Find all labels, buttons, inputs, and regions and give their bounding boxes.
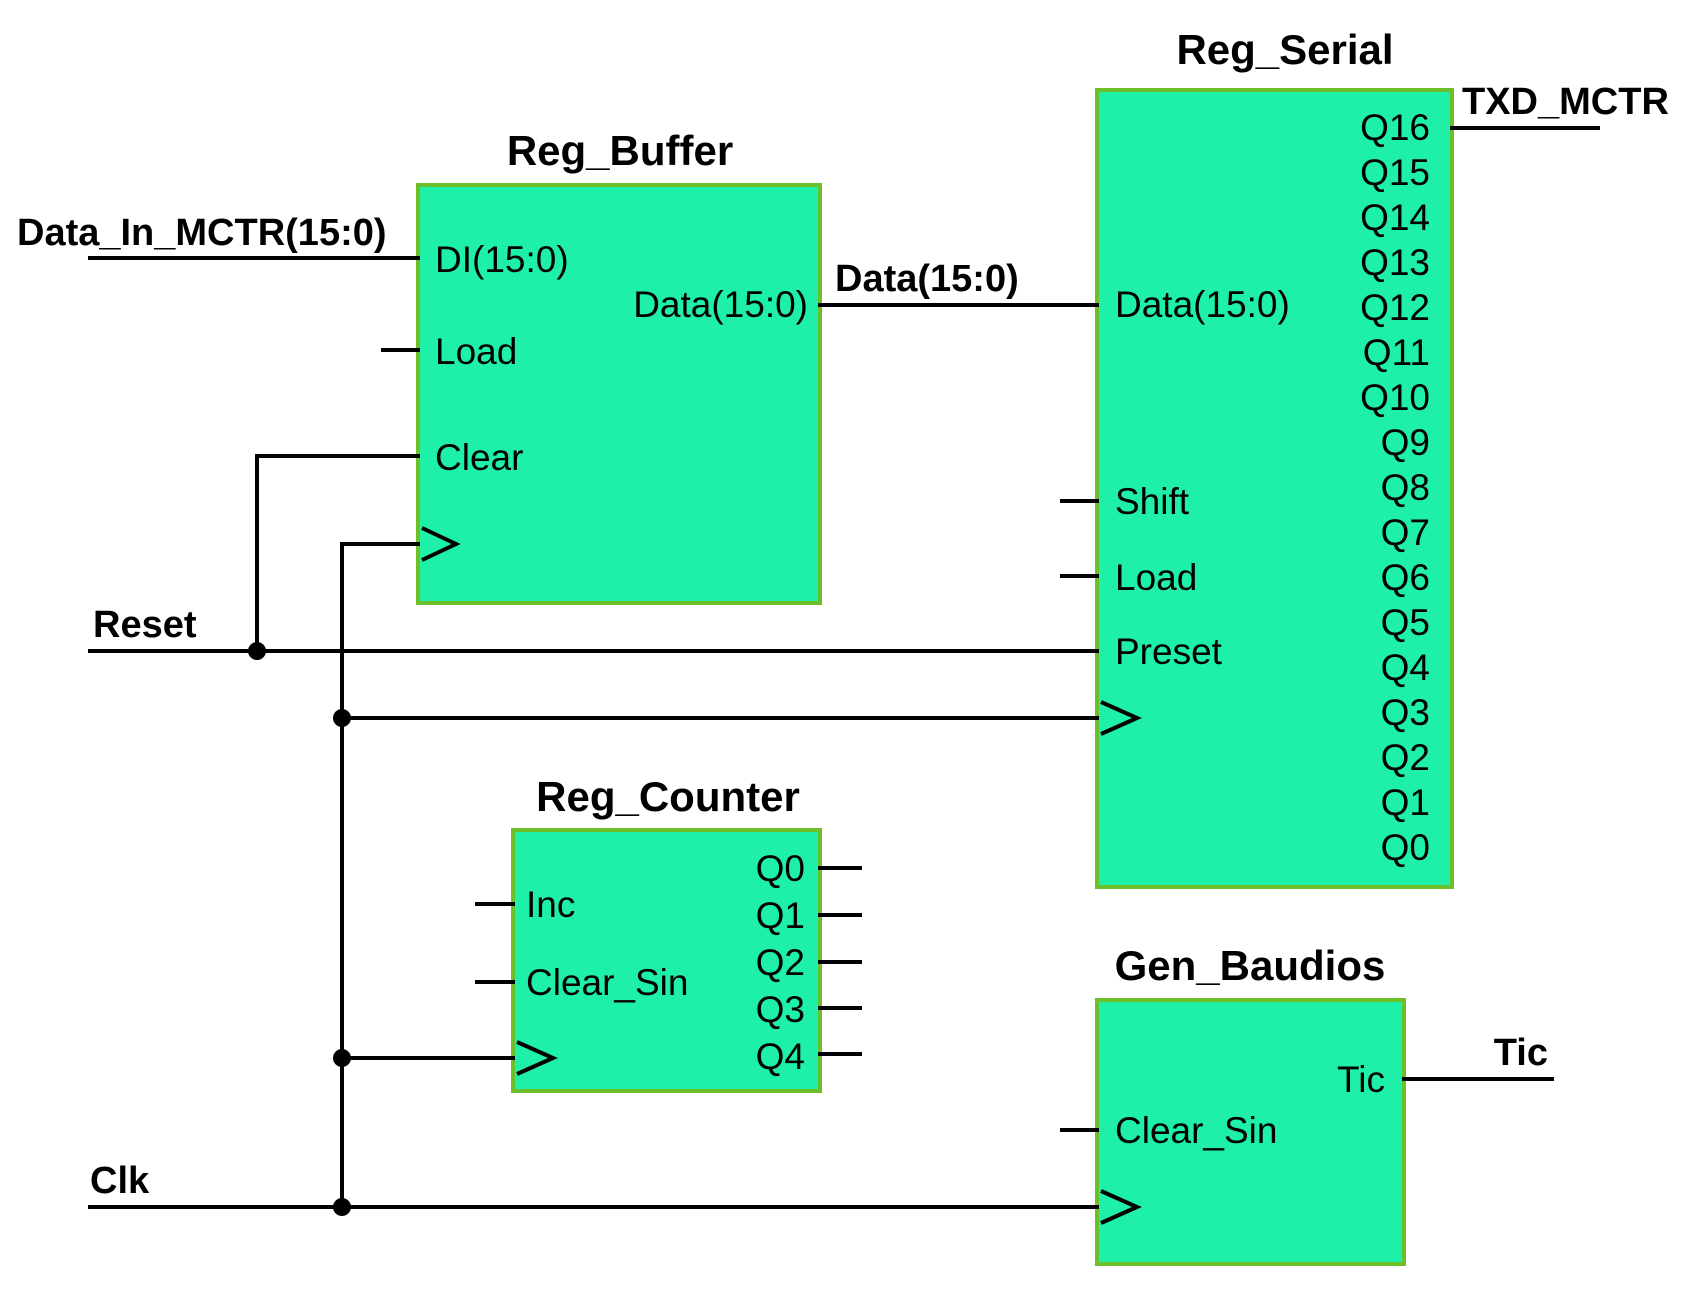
gen-tic-label: Tic [1337, 1059, 1385, 1100]
counter-output-q0: Q0 [756, 848, 805, 889]
serial-output-q16: Q16 [1360, 107, 1430, 148]
serial-output-q8: Q8 [1381, 467, 1430, 508]
reg-counter-block [511, 828, 822, 1093]
reset-junction [248, 642, 266, 660]
serial-output-q5: Q5 [1381, 602, 1430, 643]
gen-baudios-title: Gen_Baudios [1115, 942, 1386, 989]
reg-buffer-block [416, 183, 822, 605]
serial-output-q2: Q2 [1381, 737, 1430, 778]
serial-output-q0: Q0 [1381, 827, 1430, 868]
reg-buffer-title: Reg_Buffer [507, 127, 733, 174]
serial-output-q9: Q9 [1381, 422, 1430, 463]
serial-preset-label: Preset [1115, 631, 1223, 672]
gen-clear-label: Clear_Sin [1115, 1110, 1277, 1151]
data-bus-signal-label: Data(15:0) [835, 258, 1019, 300]
serial-output-q11: Q11 [1363, 332, 1430, 373]
serial-output-q1: Q1 [1381, 782, 1430, 823]
gen-baudios-block [1095, 998, 1406, 1266]
counter-clock-symbol [516, 1040, 558, 1076]
reset-to-clear-wire [255, 454, 420, 653]
gen-clock-symbol [1100, 1189, 1142, 1225]
serial-output-list: Q16Q15Q14Q13Q12Q11Q10Q9Q8Q7Q6Q5Q4Q3Q2Q1Q… [1360, 107, 1430, 868]
serial-data-in-label: Data(15:0) [1115, 284, 1290, 325]
buffer-data-out-label: Data(15:0) [633, 284, 808, 325]
buffer-load-label: Load [435, 331, 517, 372]
serial-output-q14: Q14 [1360, 197, 1430, 238]
reg-serial-block [1095, 88, 1454, 889]
serial-output-q4: Q4 [1381, 647, 1430, 688]
buffer-clock-symbol [421, 526, 461, 562]
counter-output-q4: Q4 [756, 1036, 805, 1077]
clk-signal-label: Clk [90, 1160, 150, 1202]
clk-junction-counter [333, 1049, 351, 1067]
counter-output-q2: Q2 [756, 942, 805, 983]
reset-signal-label: Reset [93, 604, 197, 646]
buffer-clear-label: Clear [435, 437, 523, 478]
txd-signal-label: TXD_MCTR [1462, 81, 1669, 123]
reg-serial-title: Reg_Serial [1176, 26, 1393, 73]
serial-output-q12: Q12 [1360, 287, 1430, 328]
counter-inc-label: Inc [526, 884, 575, 925]
clk-junction-serial [333, 709, 351, 727]
serial-output-q10: Q10 [1360, 377, 1430, 418]
data-in-signal-label: Data_In_MCTR(15:0) [17, 212, 387, 254]
reg-counter-title: Reg_Counter [536, 773, 800, 820]
serial-output-q13: Q13 [1360, 242, 1430, 283]
serial-output-q3: Q3 [1381, 692, 1430, 733]
clk-junction-main [333, 1198, 351, 1216]
serial-load-label: Load [1115, 557, 1197, 598]
counter-output-q3: Q3 [756, 989, 805, 1030]
clk-trunk-wire [340, 542, 420, 1209]
serial-output-q6: Q6 [1381, 557, 1430, 598]
counter-output-q1: Q1 [756, 895, 805, 936]
serial-shift-label: Shift [1115, 481, 1190, 522]
serial-clock-symbol [1100, 700, 1142, 736]
tic-signal-label: Tic [1494, 1032, 1548, 1074]
serial-output-q7: Q7 [1381, 512, 1430, 553]
buffer-di-label: DI(15:0) [435, 239, 569, 280]
serial-output-q15: Q15 [1360, 152, 1430, 193]
counter-clear-label: Clear_Sin [526, 962, 688, 1003]
